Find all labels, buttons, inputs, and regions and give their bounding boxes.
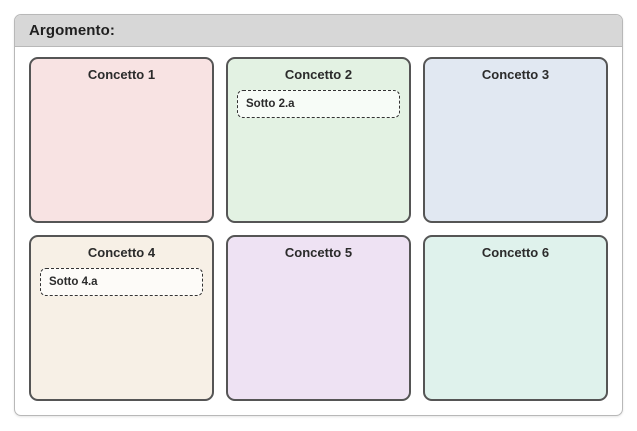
concept-subbox[interactable]: Sotto 2.a [237, 90, 400, 118]
panel-header: Argomento: [15, 15, 622, 47]
concept-subbox[interactable]: Sotto 4.a [40, 268, 203, 296]
concept-grid: Concetto 1 Concetto 2 Sotto 2.a Concetto… [29, 57, 608, 401]
topic-panel: Argomento: Concetto 1 Concetto 2 Sotto 2… [14, 14, 623, 416]
concept-card-1[interactable]: Concetto 1 [29, 57, 214, 223]
concept-card-title: Concetto 6 [481, 245, 550, 260]
page-title: Argomento: [29, 22, 115, 39]
concept-card-6[interactable]: Concetto 6 [423, 235, 608, 401]
panel-body: Concetto 1 Concetto 2 Sotto 2.a Concetto… [15, 47, 622, 415]
concept-card-5[interactable]: Concetto 5 [226, 235, 411, 401]
concept-card-2[interactable]: Concetto 2 Sotto 2.a [226, 57, 411, 223]
concept-card-4[interactable]: Concetto 4 Sotto 4.a [29, 235, 214, 401]
concept-card-3[interactable]: Concetto 3 [423, 57, 608, 223]
concept-card-title: Concetto 5 [284, 245, 353, 260]
concept-card-title: Concetto 4 [87, 245, 156, 260]
concept-card-title: Concetto 1 [87, 67, 156, 82]
concept-card-title: Concetto 3 [481, 67, 550, 82]
concept-card-title: Concetto 2 [284, 67, 353, 82]
